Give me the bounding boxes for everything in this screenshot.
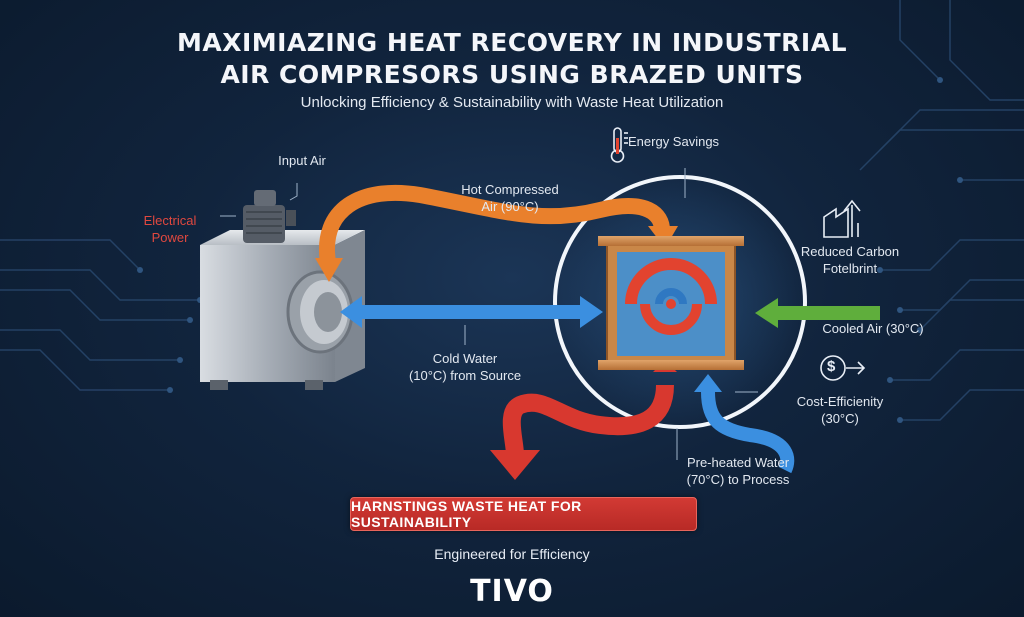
- preheated-water-line1: Pre-heated Water: [686, 455, 790, 470]
- cost-efficiency-line1: Cost-Efficienity: [796, 394, 884, 409]
- dollar-sign: $: [827, 358, 836, 375]
- title-line-1: MAXIMIAZING HEAT RECOVERY IN INDUSTRIAL: [176, 28, 848, 57]
- brand-logo: TIVO: [470, 574, 554, 609]
- cold-water-line2: (10°C) from Source: [408, 368, 522, 383]
- factory-arrow-icon: [823, 199, 861, 238]
- electrical-power-label: Electrical Power: [120, 212, 220, 246]
- preheated-water-label: Pre-heated Water (70°C) to Process: [668, 454, 808, 488]
- cooled-air-label: Cooled Air (30°C): [822, 321, 924, 336]
- hot-air-label: Hot Compressed Air (90°C): [440, 181, 580, 215]
- preheated-water-arrow: [701, 391, 795, 474]
- subtitle: Unlocking Efficiency & Sustainability wi…: [300, 94, 724, 111]
- thermometer-icon: [610, 127, 628, 163]
- tagline: Engineered for Efficiency: [434, 546, 590, 562]
- dollar-arrow-icon: [820, 355, 866, 381]
- hot-air-line1: Hot Compressed: [461, 182, 559, 197]
- electrical-power-line1: Electrical: [143, 213, 197, 228]
- sustainability-banner: HARNSTINGS WASTE HEAT FOR SUSTAINABILITY: [350, 497, 697, 531]
- reduced-carbon-label: Reduced Carbon Fotelbrint: [790, 243, 910, 277]
- hot-air-line2: Air (90°C): [481, 199, 539, 214]
- cost-efficiency-label: Cost-Efficienity (30°C): [770, 393, 910, 427]
- cold-water-label: Cold Water (10°C) from Source: [385, 350, 545, 384]
- hot-water-arrow: [502, 384, 674, 456]
- hot-air-arrow: [319, 184, 670, 264]
- brazed-heat-exchanger: [598, 236, 744, 370]
- electrical-power-line2: Power: [151, 230, 189, 245]
- cold-water-line1: Cold Water: [432, 351, 498, 366]
- title-line-2: AIR COMPRESORS USING BRAZED UNITS: [220, 60, 804, 89]
- preheated-water-line2: (70°C) to Process: [686, 472, 790, 487]
- cost-efficiency-line2: (30°C): [821, 411, 859, 426]
- input-air-label: Input Air: [278, 153, 326, 168]
- energy-savings-label: Energy Savings: [628, 134, 720, 149]
- reduced-carbon-line1: Reduced Carbon: [800, 244, 900, 259]
- reduced-carbon-line2: Fotelbrint: [822, 261, 878, 276]
